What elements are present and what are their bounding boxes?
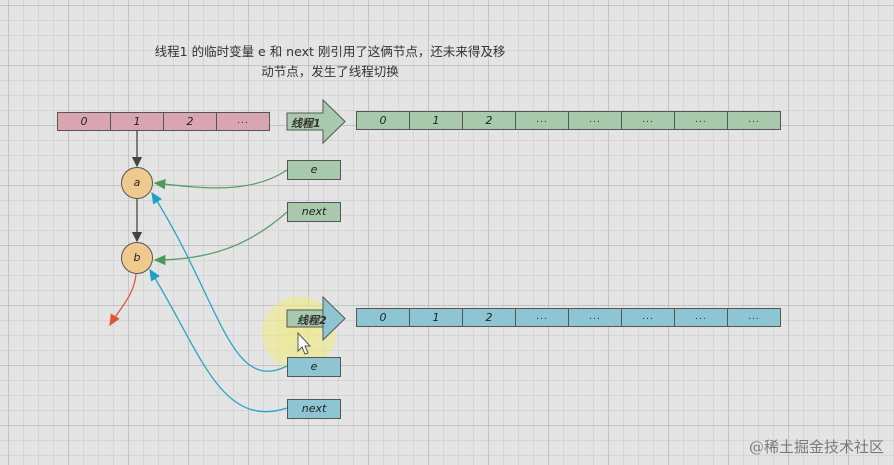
thread1-table-cell: ...: [569, 112, 622, 129]
thread2-table-cell: ...: [675, 309, 728, 326]
caption-line-1: 线程1 的临时变量 e 和 next 刚引用了这俩节点，还未来得及移: [154, 44, 506, 59]
old-table-cell: 0: [58, 113, 111, 130]
thread2-table-cell: ...: [569, 309, 622, 326]
diagram-caption: 线程1 的临时变量 e 和 next 刚引用了这俩节点，还未来得及移 动节点，发…: [130, 42, 530, 82]
thread1-table-cell: ...: [516, 112, 569, 129]
caption-line-2: 动节点，发生了线程切换: [261, 64, 399, 79]
watermark: @稀土掘金技术社区: [748, 438, 884, 456]
thread2-table-cell: 2: [463, 309, 516, 326]
thread1-table-cell: 1: [410, 112, 463, 129]
thread1-table-cell: ...: [748, 115, 760, 125]
thread1-new-table-array: 0 1 2 ... ... ... ... ...: [356, 111, 781, 130]
thread1-table-cell: ...: [675, 112, 728, 129]
thread2-var-next: next: [287, 399, 341, 419]
node-b: b: [121, 242, 153, 274]
thread2-arrow-icon: [286, 295, 346, 342]
thread2-var-e: e: [287, 357, 341, 377]
thread2-new-table-array: 0 1 2 ... ... ... ... ...: [356, 308, 781, 327]
thread1-table-cell: 0: [357, 112, 410, 129]
thread1-table-cell: ...: [622, 112, 675, 129]
old-table-cell: ...: [237, 116, 249, 126]
old-table-array: 0 1 2 ...: [57, 112, 270, 131]
thread1-table-cell: 2: [463, 112, 516, 129]
thread2-label: 线程2: [297, 314, 327, 327]
old-table-cell: 2: [164, 113, 217, 130]
thread1-arrow-icon: [286, 98, 346, 145]
mouse-cursor-icon: [297, 331, 312, 355]
thread1-var-next: next: [287, 202, 341, 222]
thread1-var-e: e: [287, 160, 341, 180]
thread2-table-cell: 0: [357, 309, 410, 326]
thread1-label: 线程1: [291, 117, 321, 130]
old-table-cell: 1: [111, 113, 164, 130]
thread2-table-cell: ...: [748, 312, 760, 322]
node-a: a: [121, 167, 153, 199]
thread2-table-cell: ...: [516, 309, 569, 326]
thread2-table-cell: ...: [622, 309, 675, 326]
thread2-table-cell: 1: [410, 309, 463, 326]
